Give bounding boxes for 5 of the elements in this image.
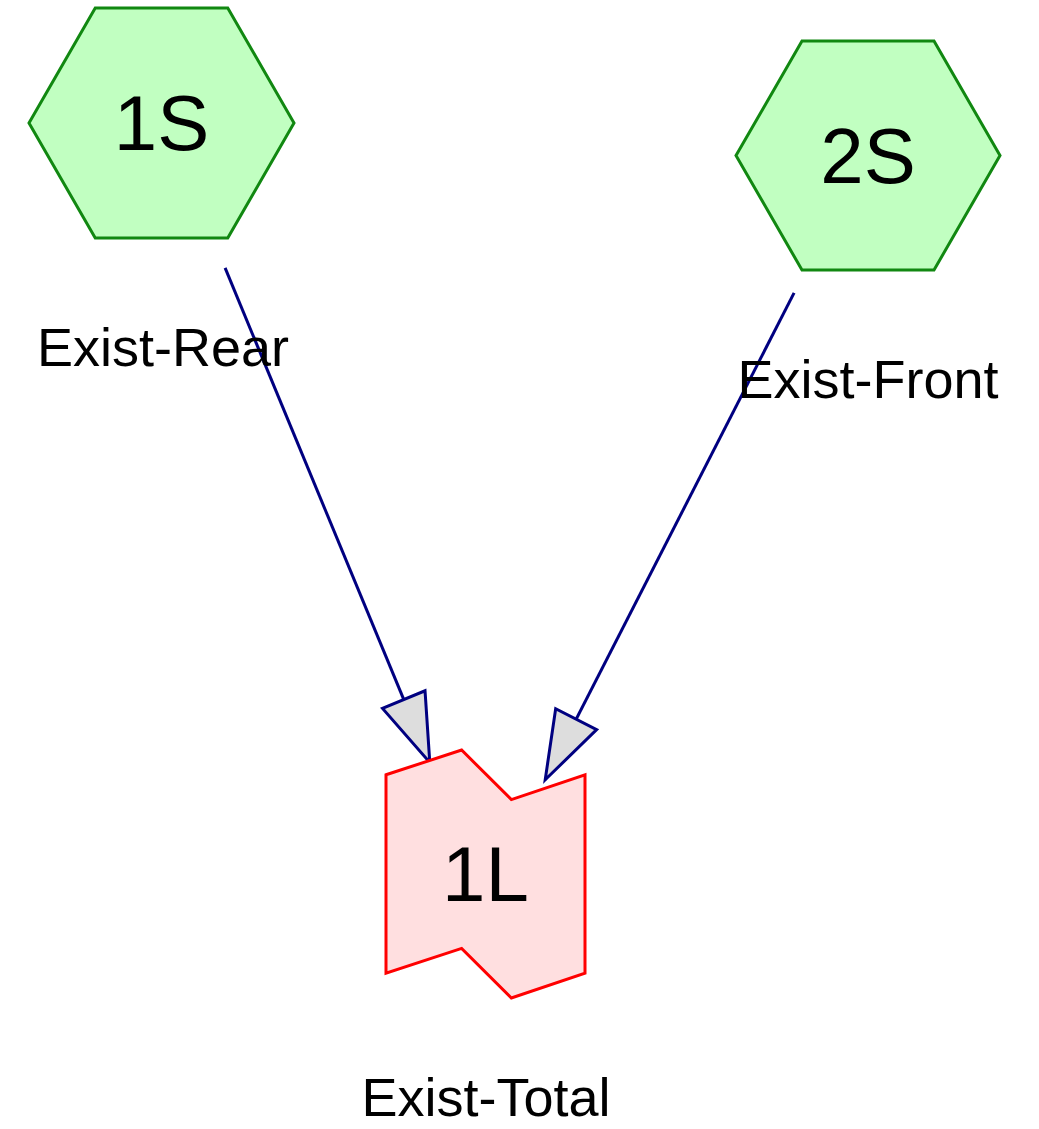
node-label: 2S xyxy=(820,116,916,195)
node-label: 1L xyxy=(442,835,529,913)
node-label: 1S xyxy=(113,84,210,162)
arrow xyxy=(543,292,796,782)
node-caption: Exist-Total xyxy=(361,1070,611,1124)
